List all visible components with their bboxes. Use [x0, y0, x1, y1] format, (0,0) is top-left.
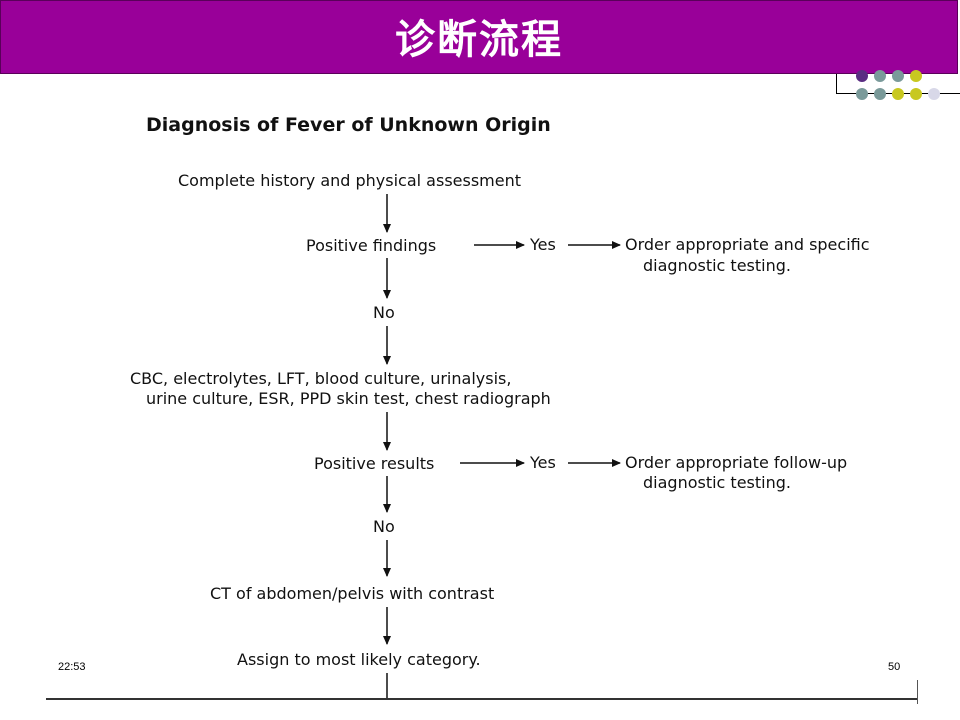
action-followup-testing-line2: diagnostic testing. — [643, 473, 791, 492]
decor-dot — [874, 88, 886, 100]
decor-dot — [910, 88, 922, 100]
decor-dot — [856, 70, 868, 82]
footer-divider — [46, 698, 918, 700]
step-lab-tests-line2: urine culture, ESR, PPD skin test, chest… — [146, 389, 551, 408]
no-label-1: No — [373, 303, 395, 322]
decor-dot — [856, 88, 868, 100]
step-lab-tests-line1: CBC, electrolytes, LFT, blood culture, u… — [130, 369, 511, 388]
flowchart-title: Diagnosis of Fever of Unknown Origin — [146, 114, 551, 136]
step-ct-abdomen-pelvis: CT of abdomen/pelvis with contrast — [210, 584, 494, 603]
yes-label-2: Yes — [529, 453, 556, 472]
no-label-2: No — [373, 517, 395, 536]
corner-divider-vertical — [836, 74, 837, 94]
yes-label-1: Yes — [529, 235, 556, 254]
slide-page-number: 50 — [888, 661, 901, 673]
decor-dot — [928, 88, 940, 100]
slide-title: 诊断流程 — [395, 17, 563, 63]
decor-dot — [892, 70, 904, 82]
action-specific-testing-line1: Order appropriate and specific — [625, 235, 870, 254]
right-edge-divider — [917, 680, 918, 704]
decor-dot — [874, 70, 886, 82]
slide-header: 诊断流程 — [0, 0, 958, 74]
decor-dot — [892, 88, 904, 100]
slide-time: 22:53 — [58, 661, 86, 673]
action-specific-testing-line2: diagnostic testing. — [643, 256, 791, 275]
action-followup-testing-line1: Order appropriate follow-up — [625, 453, 847, 472]
decision-positive-results: Positive results — [314, 454, 434, 473]
decor-dot — [910, 70, 922, 82]
step-assign-category: Assign to most likely category. — [237, 650, 481, 669]
decision-positive-findings: Positive findings — [306, 236, 436, 255]
step-history-physical: Complete history and physical assessment — [178, 171, 521, 190]
